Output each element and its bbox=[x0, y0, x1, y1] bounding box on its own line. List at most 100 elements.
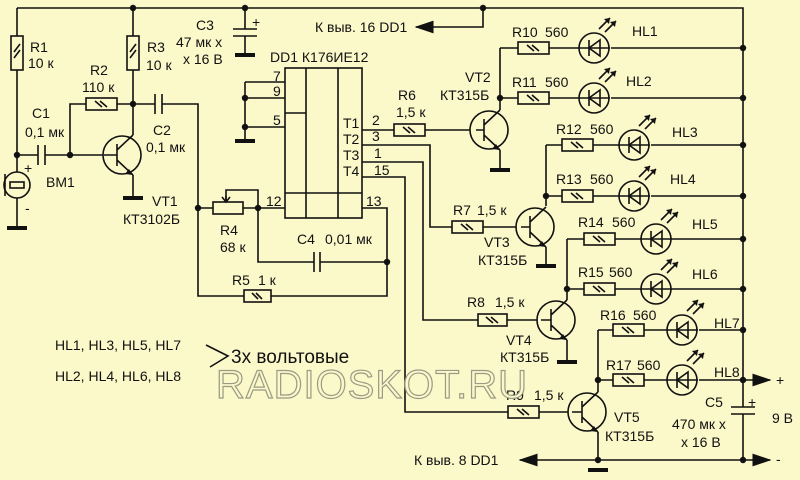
resistor-r4 bbox=[212, 201, 244, 215]
led-hl3 bbox=[618, 114, 657, 161]
resistor-r3 bbox=[126, 35, 140, 71]
transistors bbox=[102, 109, 607, 433]
supply-voltage: 9 В bbox=[772, 410, 793, 426]
resistor-r13 bbox=[561, 189, 594, 203]
led-hl1 bbox=[578, 17, 617, 64]
c1-value: 0,1 мк bbox=[25, 124, 65, 140]
pin-15: 15 bbox=[374, 162, 390, 178]
hl6-label: HL6 bbox=[692, 266, 718, 282]
resistor-r2 bbox=[85, 97, 118, 111]
capacitor-c1 bbox=[37, 145, 46, 165]
r15-ref: R15 bbox=[578, 264, 604, 280]
bm1-minus: - bbox=[25, 200, 30, 216]
chip-dd1 bbox=[284, 67, 363, 219]
supply-plus: + bbox=[776, 372, 784, 388]
r8-value: 1,5 к bbox=[495, 294, 525, 310]
vt5-type: КТ315Б bbox=[605, 428, 654, 444]
resistor-r12 bbox=[561, 138, 594, 152]
pin-9: 9 bbox=[273, 83, 281, 99]
r5-value: 1 к bbox=[258, 272, 277, 288]
hl7-label: HL7 bbox=[714, 315, 740, 331]
c5-ref: C5 bbox=[705, 394, 723, 410]
r1-value: 10 к bbox=[28, 55, 54, 71]
vt2-ref: VT2 bbox=[465, 69, 491, 85]
resistor-r16 bbox=[612, 323, 645, 337]
led-hl5 bbox=[640, 208, 679, 255]
c1-ref: C1 bbox=[32, 105, 50, 121]
c3-plus: + bbox=[252, 14, 260, 30]
microphone-bm1 bbox=[3, 171, 31, 199]
top-rail bbox=[17, 7, 744, 381]
r4-ref: R4 bbox=[220, 222, 238, 238]
resistor-r10 bbox=[517, 41, 550, 55]
pin16-arrow bbox=[414, 8, 484, 34]
supply-minus: - bbox=[776, 451, 781, 467]
transistor-vt5 bbox=[567, 391, 607, 433]
resistor-r8 bbox=[477, 313, 508, 327]
transistor-vt4 bbox=[536, 299, 576, 341]
vt2-type: КТ315Б bbox=[440, 87, 489, 103]
r16-value: 560 bbox=[633, 307, 657, 323]
pin-t3: T3 bbox=[343, 147, 360, 163]
resistor-r5 bbox=[243, 289, 272, 303]
led-hl7 bbox=[666, 299, 705, 346]
r12-value: 560 bbox=[590, 121, 614, 137]
hl3-label: HL3 bbox=[672, 124, 698, 140]
hl1-label: HL1 bbox=[632, 23, 658, 39]
resistors bbox=[10, 35, 645, 419]
vt3-type: КТ315Б bbox=[478, 252, 527, 268]
hl4-label: HL4 bbox=[670, 171, 696, 187]
pin-2: 2 bbox=[372, 112, 380, 128]
r11-ref: R11 bbox=[512, 74, 537, 90]
wires bbox=[16, 7, 772, 467]
capacitor-c2 bbox=[154, 94, 163, 114]
vt1-type: КТ3102Б bbox=[123, 211, 180, 227]
resistor-r15 bbox=[583, 282, 616, 296]
vt5-ref: VT5 bbox=[614, 409, 640, 425]
note-volt: 3х вольтовые bbox=[231, 347, 349, 368]
hl2-label: HL2 bbox=[626, 73, 652, 89]
r14-value: 560 bbox=[612, 214, 636, 230]
hl8-label: HL8 bbox=[714, 364, 740, 380]
resistor-r7 bbox=[451, 220, 484, 234]
c3-ref: C3 bbox=[196, 17, 214, 33]
r3-ref: R3 bbox=[147, 39, 165, 55]
r9-value: 1,5 к bbox=[534, 387, 564, 403]
r7-value: 1,5 к bbox=[477, 202, 507, 218]
r15-value: 560 bbox=[609, 264, 633, 280]
pin-5: 5 bbox=[273, 112, 281, 128]
led-hl4 bbox=[618, 165, 657, 212]
pin-13: 13 bbox=[366, 193, 382, 209]
capacitors bbox=[37, 28, 755, 415]
pin-t2: T2 bbox=[343, 131, 360, 147]
r1-ref: R1 bbox=[30, 39, 48, 55]
r5-ref: R5 bbox=[232, 272, 250, 288]
transistor-vt2 bbox=[469, 109, 509, 151]
c2-ref: C2 bbox=[153, 122, 171, 138]
bm1-plus: + bbox=[24, 160, 32, 176]
pin-12: 12 bbox=[266, 193, 282, 209]
bm1-ref: BM1 bbox=[46, 174, 75, 190]
vt3-ref: VT3 bbox=[484, 234, 510, 250]
vt4-ref: VT4 bbox=[506, 332, 532, 348]
led-hl2 bbox=[578, 67, 617, 114]
brace-icon bbox=[205, 344, 230, 368]
c2-value: 0,1 мк bbox=[146, 139, 186, 155]
resistor-r11 bbox=[517, 91, 550, 105]
c4-value: 0,01 мк bbox=[325, 231, 373, 247]
r13-ref: R13 bbox=[556, 171, 582, 187]
r8-ref: R8 bbox=[467, 294, 485, 310]
pin-t4: T4 bbox=[343, 163, 360, 179]
pin-3: 3 bbox=[372, 128, 380, 144]
c5-value1: 470 мк х bbox=[672, 416, 726, 432]
r11-value: 560 bbox=[545, 74, 569, 90]
c3-value1: 47 мк х bbox=[176, 34, 222, 50]
r14-ref: R14 bbox=[578, 214, 604, 230]
r9-ref: R9 bbox=[506, 387, 524, 403]
note-pin8: К выв. 8 DD1 bbox=[414, 452, 499, 468]
pin-7: 7 bbox=[273, 68, 281, 84]
r2-value: 110 к bbox=[82, 79, 115, 95]
led-hl6 bbox=[640, 258, 679, 305]
capacitor-c5 bbox=[731, 406, 755, 415]
